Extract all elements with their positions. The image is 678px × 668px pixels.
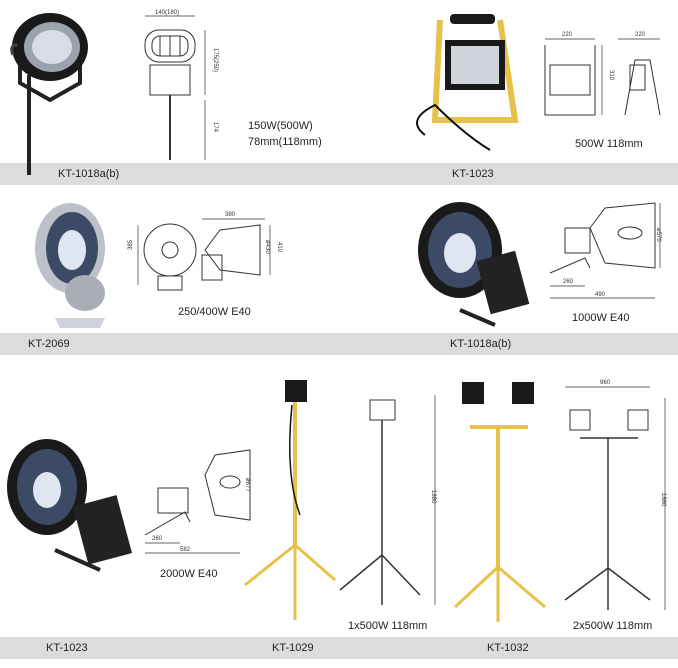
model-label: KT-1023	[46, 642, 88, 654]
kt1032-drawing: 960 1880	[564, 380, 666, 610]
kt1029-photo	[244, 380, 336, 620]
portable-halogen-drawing: 220 310 220	[544, 32, 661, 116]
dim-spike: 174	[212, 122, 218, 133]
caption-band-row3	[0, 637, 678, 659]
kt2069-drawing: 385 380 ø430 410	[128, 212, 282, 291]
model-label: KT-1029	[272, 642, 314, 654]
caption-band-row1	[0, 163, 678, 185]
kt2069-photo	[35, 203, 105, 328]
portable-halogen-photo	[416, 14, 519, 151]
dim-width-front: 220	[562, 32, 573, 38]
dim-height: 310	[608, 70, 614, 81]
spec-line: 500W 118mm	[575, 138, 643, 150]
spec-line: 2000W E40	[160, 568, 218, 580]
dim-base: 260	[152, 536, 163, 542]
dim-length: 410	[276, 242, 282, 253]
dim-width-side: 220	[635, 32, 646, 38]
kt1029-drawing: 1880	[339, 395, 436, 605]
dim-depth: 380	[225, 212, 236, 218]
dim-diameter: ø677	[244, 478, 250, 492]
spec-line: 1000W E40	[572, 312, 630, 324]
spec-line: 250/400W E40	[178, 306, 251, 318]
spec-line: 2x500W 118mm	[573, 620, 653, 632]
kt1023-2000w-photo	[7, 439, 132, 572]
dim-length: 582	[180, 547, 191, 553]
kt1018-1000w-photo	[418, 202, 530, 327]
dim-height: 1880	[660, 493, 666, 507]
model-label: KT-1018a(b)	[58, 168, 120, 180]
spec-line: 1x500W 118mm	[348, 620, 428, 632]
model-label: KT-1018a(b)	[450, 338, 512, 350]
dim-width: 960	[600, 380, 611, 386]
dim-width: 140(180)	[155, 10, 179, 16]
spec-line-1: 150W(500W)	[248, 120, 313, 132]
dim-diameter: ø430	[264, 240, 270, 254]
caption-band-row2	[0, 333, 678, 355]
spec-line-2: 78mm(118mm)	[248, 136, 322, 148]
dim-height: 1880	[430, 490, 436, 504]
kt1023-2000w-drawing: ø677 260 582	[144, 449, 251, 554]
dim-height: 175(250)	[212, 48, 218, 72]
spike-floodlight-photo	[10, 13, 88, 175]
model-label: KT-1032	[487, 642, 529, 654]
kt1032-photo	[453, 382, 546, 622]
kt1018-1000w-drawing: ø570 260 490	[549, 202, 661, 299]
dim-diameter: ø570	[655, 228, 661, 242]
model-label: KT-2069	[28, 338, 70, 350]
dim-base: 260	[563, 279, 574, 285]
model-label: KT-1023	[452, 168, 494, 180]
dim-height: 385	[128, 239, 134, 250]
spike-floodlight-drawing: 140(180) 175(250) 174	[144, 10, 218, 160]
dim-length: 490	[595, 292, 606, 298]
